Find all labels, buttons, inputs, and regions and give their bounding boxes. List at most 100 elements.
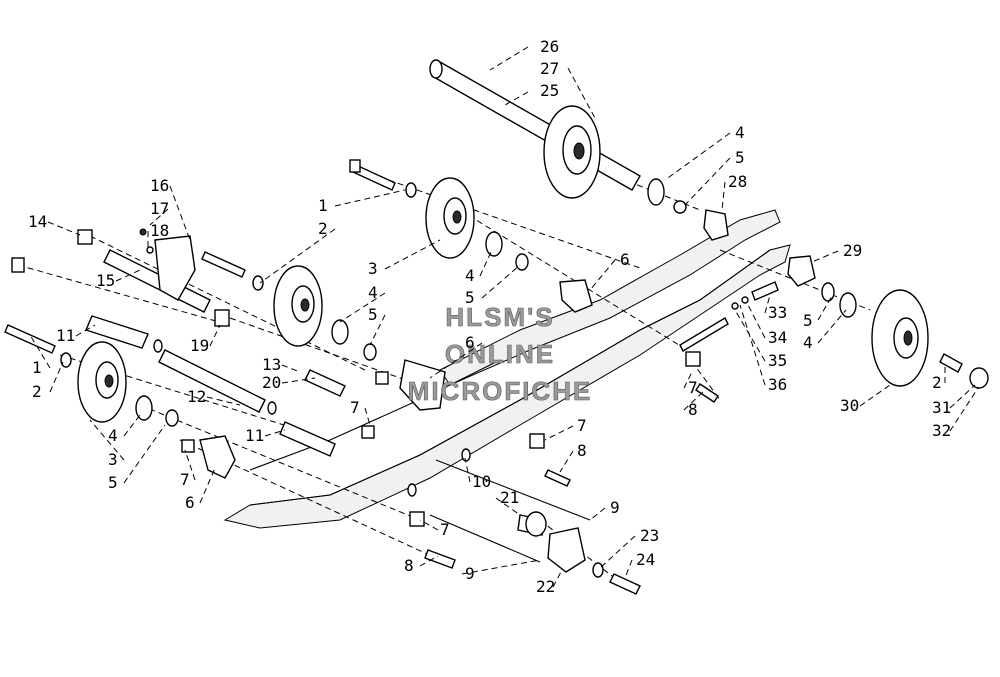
callout-leader — [552, 569, 563, 588]
callout-leader — [429, 342, 483, 379]
callout-leader — [817, 309, 847, 344]
callout-label: 5 — [108, 473, 118, 492]
watermark-line-1: HLSM'S — [445, 302, 554, 332]
callout-label: 10 — [472, 472, 491, 491]
callout-leader — [559, 450, 574, 473]
callout-leader — [464, 457, 471, 483]
callout-leader — [599, 535, 636, 569]
callout-leader — [334, 189, 406, 207]
callout-label: 1 — [318, 196, 328, 215]
callout-leader — [684, 157, 731, 206]
upper-idler-wheel — [349, 159, 529, 271]
callout-label: 2 — [932, 373, 942, 392]
callout-leader — [721, 181, 726, 211]
callout-leader — [949, 387, 979, 432]
callout-leader — [209, 324, 221, 347]
callout-label: 8 — [688, 400, 698, 419]
callout-leader — [764, 294, 771, 314]
front-arm-assembly — [11, 228, 230, 327]
callout-label: 5 — [735, 148, 745, 167]
callout-leader — [747, 304, 766, 339]
callout-label: 5 — [803, 311, 813, 330]
callout-label: 1 — [32, 358, 42, 377]
callout-label: 15 — [96, 271, 115, 290]
callout-leader — [89, 419, 125, 461]
callout-label: 4 — [108, 426, 118, 445]
callout-label: 22 — [536, 577, 555, 596]
callout-label: 7 — [350, 398, 360, 417]
callout-label: 31 — [932, 398, 951, 417]
callout-label: 33 — [768, 303, 787, 322]
callout-label: 11 — [56, 326, 75, 345]
callout-label: 7 — [577, 416, 587, 435]
callout-label: 6 — [620, 250, 630, 269]
callout-leader — [479, 249, 493, 277]
callout-leader — [149, 208, 169, 226]
callout-leader — [29, 334, 51, 369]
callout-label: 3 — [108, 450, 118, 469]
callout-leader — [489, 46, 529, 71]
callout-leader — [281, 377, 316, 384]
callout-label: 4 — [465, 266, 475, 285]
watermark-line-2: ONLINE — [445, 339, 555, 369]
callout-label: 29 — [843, 241, 862, 260]
callout-leader — [544, 425, 574, 441]
callout-label: 6 — [465, 333, 475, 352]
callout-label: 25 — [540, 81, 559, 100]
callout-label: 4 — [368, 283, 378, 302]
callout-leader — [589, 259, 616, 291]
callout-leader — [115, 269, 141, 282]
callout-label: 18 — [150, 221, 169, 240]
callout-label: 17 — [150, 199, 169, 218]
callout-label: 2 — [32, 382, 42, 401]
callout-leader — [817, 295, 833, 321]
rear-idler-shaft-assembly — [429, 59, 729, 241]
callout-leader — [419, 519, 439, 531]
callout-label: 35 — [768, 351, 787, 370]
callout-leader — [683, 389, 706, 411]
watermark-line-3: MICROFICHE — [408, 376, 593, 406]
callout-leader — [949, 384, 976, 409]
callout-leader — [123, 414, 141, 437]
callout-leader — [75, 324, 96, 337]
callout-label: 8 — [577, 441, 587, 460]
callout-leader — [49, 361, 64, 393]
callout-label: 3 — [368, 259, 378, 278]
callout-leader — [461, 559, 541, 575]
callout-label: 8 — [404, 556, 414, 575]
right-idler-wheel — [679, 255, 989, 389]
lower-hardware — [181, 351, 719, 595]
callout-leader — [259, 228, 336, 284]
callout-leader — [504, 91, 529, 106]
callout-label: 7 — [440, 520, 450, 539]
callout-leader — [683, 369, 694, 389]
callout-label: 16 — [150, 176, 169, 195]
callout-label: 5 — [368, 305, 378, 324]
callout-leader — [123, 424, 166, 484]
callout-label: 27 — [540, 59, 559, 78]
callout-label: 9 — [610, 498, 620, 517]
callout-leader — [281, 364, 301, 373]
callout-leader — [384, 239, 441, 270]
callout-leader — [364, 407, 371, 426]
callout-label: 13 — [262, 355, 281, 374]
left-lower-idler-wheel — [4, 324, 179, 427]
callout-label: 12 — [187, 387, 206, 406]
callout-label: 6 — [185, 493, 195, 512]
callout-leader — [339, 292, 386, 323]
callout-label: 2 — [318, 219, 328, 238]
callout-leader — [859, 384, 891, 407]
callout-label: 7 — [180, 470, 190, 489]
callout-leader — [811, 250, 839, 263]
callout-label: 36 — [768, 375, 787, 394]
callout-label: 21 — [500, 488, 519, 507]
callout-label: 4 — [803, 333, 813, 352]
callout-leader — [481, 264, 521, 299]
callout-label: 9 — [465, 564, 475, 583]
callout-leader — [47, 221, 81, 236]
callout-leader — [495, 497, 521, 516]
callout-label: 19 — [190, 336, 209, 355]
callout-leader — [664, 132, 731, 181]
cross-shafts — [85, 315, 346, 457]
